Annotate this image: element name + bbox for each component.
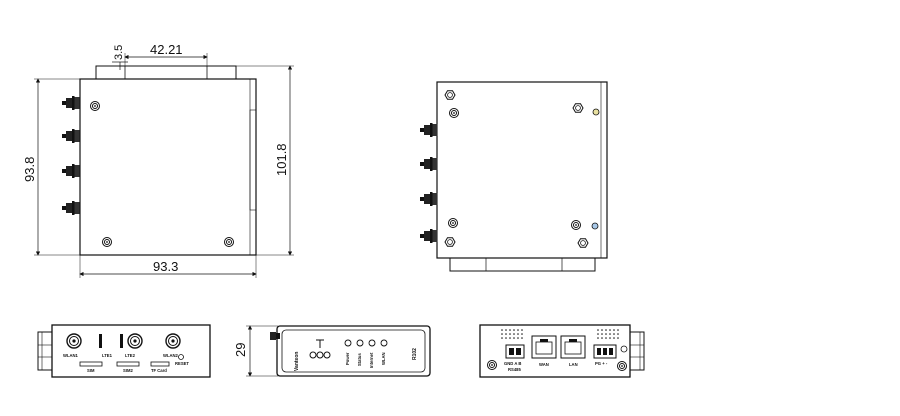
- led-label-status: Status: [357, 353, 362, 366]
- brand-label: Vanteon: [294, 352, 300, 371]
- antenna-symbol-icon: [316, 339, 324, 348]
- vent-grid-left: [501, 329, 523, 339]
- wan-label: WAN: [539, 362, 549, 367]
- led-status-icon: [356, 339, 364, 347]
- bottom-view: [420, 81, 608, 272]
- lan-label: LAN: [569, 362, 578, 367]
- rs485-label: RS485: [508, 367, 521, 372]
- slot-label-sim2: SIM2: [123, 368, 133, 373]
- led-wlan-icon: [380, 339, 388, 347]
- dim-height-left: 93.8: [22, 157, 37, 182]
- ground-icon: [620, 345, 628, 353]
- dim-height-right: 101.8: [274, 143, 289, 176]
- port-label-lte2: LTE2: [125, 353, 136, 358]
- dim-thickness: 29: [233, 343, 248, 357]
- led-label-power: Power: [345, 352, 350, 365]
- wan-port-icon: [531, 335, 557, 359]
- led-power-icon: [344, 339, 352, 347]
- model-label: R102: [412, 348, 418, 360]
- top-view: 3.5 42.21 93.8 101.8 93.3: [22, 42, 294, 278]
- port-label-wlan1: WLAN1: [63, 353, 79, 358]
- slot-label-tf-card: TF Card: [151, 368, 167, 373]
- dim-offset: 3.5: [113, 45, 125, 60]
- rear-panel-view: GND A B RS485 WAN LAN PG + -: [479, 324, 645, 378]
- slot-label-sim: SIM: [87, 368, 95, 373]
- power-terminal-label: PG + -: [595, 361, 608, 366]
- dim-bottom-width: 93.3: [153, 259, 178, 274]
- rs485-pins-label: GND A B: [504, 361, 521, 366]
- vent-grid-right: [597, 329, 619, 339]
- lan-port-icon: [560, 335, 586, 359]
- reset-label: RESET: [175, 361, 189, 366]
- port-label-wlan2: WLAN2: [163, 353, 179, 358]
- port-label-lte1: LTE1: [102, 353, 113, 358]
- front-panel-view: 29 Vanteon Power Status Internet WLAN R1…: [233, 325, 431, 377]
- led-label-wlan: WLAN: [381, 352, 386, 365]
- led-internet-icon: [368, 339, 376, 347]
- antenna-panel-view: WLAN1 LTE1 LTE2 WLAN2 SIM SIM2 TF Card R…: [37, 324, 211, 378]
- dim-top-width: 42.21: [150, 42, 183, 57]
- reset-hole-icon: [178, 354, 184, 360]
- led-label-internet: Internet: [369, 352, 374, 368]
